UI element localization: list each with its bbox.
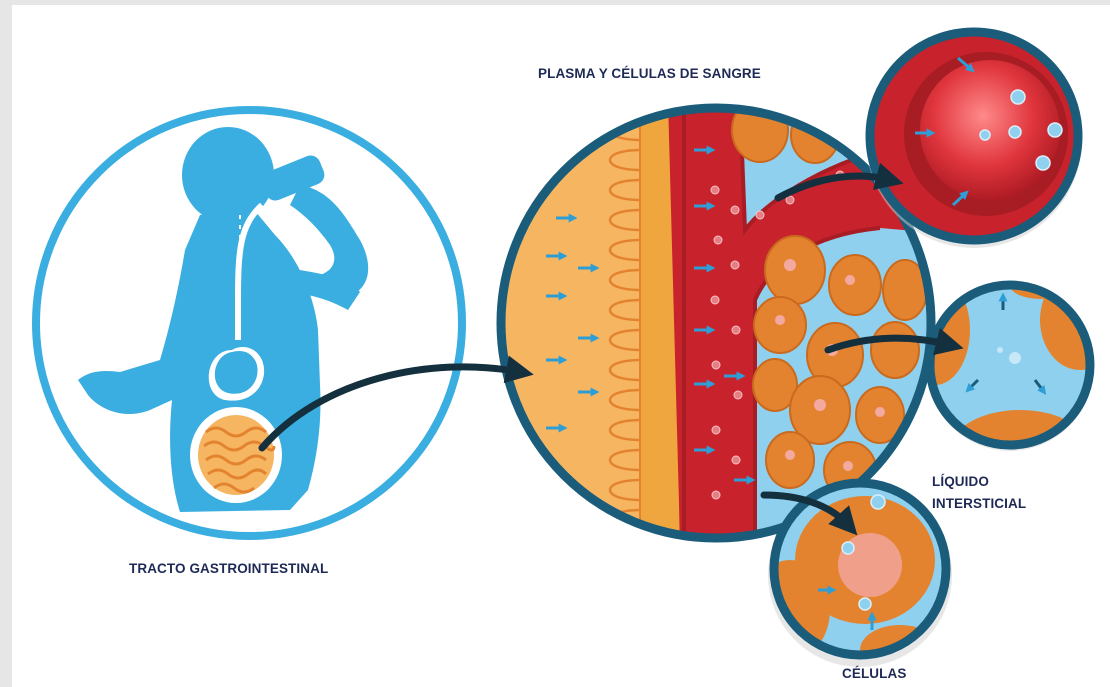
- gi-tract-label: TRACTO GASTROINTESTINAL: [129, 561, 328, 577]
- gi-tract-circle: [36, 110, 462, 536]
- cells-label: CÉLULAS: [842, 666, 906, 682]
- plasma-label: PLASMA Y CÉLULAS DE SANGRE: [538, 66, 761, 82]
- interstitial-label-line1: LÍQUIDO: [932, 474, 989, 490]
- interstitial-label-line2: INTERSTICIAL: [932, 496, 1026, 512]
